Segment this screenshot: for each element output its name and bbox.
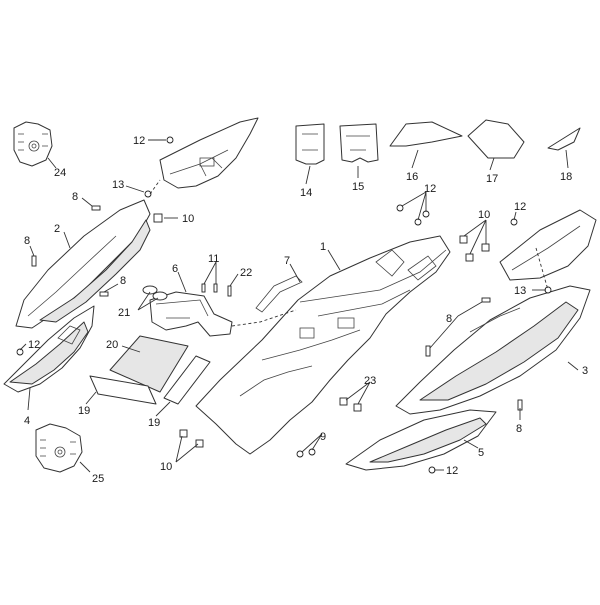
callout-8: 8: [120, 275, 126, 287]
callout-8: 8: [446, 313, 452, 325]
part-1-rear-frame: [195, 235, 451, 455]
callout-25: 25: [92, 473, 104, 485]
callout-13: 13: [112, 179, 124, 191]
callout-12: 12: [133, 135, 145, 147]
callout-19: 19: [148, 417, 160, 429]
part-24-bracket-plate: [13, 121, 53, 167]
callout-10: 10: [478, 209, 490, 221]
callout-14: 14: [300, 187, 312, 199]
callout-10: 10: [160, 461, 172, 473]
part-16-decal: [389, 121, 463, 147]
callout-21: 21: [118, 307, 130, 319]
part-7-cable: [255, 275, 303, 313]
part-15-gasket: [339, 123, 379, 163]
part-20-plate: [109, 335, 189, 393]
callout-9: 9: [320, 431, 326, 443]
callout-13: 13: [514, 285, 526, 297]
callout-6: 6: [172, 263, 178, 275]
callout-17: 17: [486, 173, 498, 185]
callout-5: 5: [478, 447, 484, 459]
part-3-right-side-panel: [395, 285, 591, 415]
callout-4: 4: [24, 415, 30, 427]
callout-12: 12: [446, 465, 458, 477]
callout-22: 22: [240, 267, 252, 279]
callout-2: 2: [54, 223, 60, 235]
upper-right-side-cover: [499, 209, 597, 281]
upper-tail-cover: [159, 117, 259, 189]
callout-10: 10: [182, 213, 194, 225]
callout-19: 19: [78, 405, 90, 417]
leader-lines: [19, 139, 579, 473]
callout-11: 11: [208, 253, 219, 265]
part-2-left-side-panel: [15, 199, 151, 329]
callout-labels: 24 12 13 8 10 2 8 14 15 16 17 18 12 10 1…: [24, 135, 588, 485]
callout-7: 7: [284, 255, 290, 267]
callout-8: 8: [72, 191, 78, 203]
part-18-decal: [547, 127, 581, 151]
callout-8: 8: [516, 423, 522, 435]
callout-12: 12: [424, 183, 436, 195]
part-25-bracket-plate: [35, 423, 83, 473]
callout-1: 1: [320, 241, 326, 253]
dashed-alignment-lines: [149, 179, 549, 327]
callout-16: 16: [406, 171, 418, 183]
callout-20: 20: [106, 339, 118, 351]
callout-23: 23: [364, 375, 376, 387]
fasteners: [16, 136, 552, 474]
part-5-lower-right-panel: [345, 409, 497, 471]
part-21-caps: [142, 285, 168, 301]
part-19-left-panel: [89, 375, 157, 405]
callout-8: 8: [24, 235, 30, 247]
callout-24: 24: [54, 167, 66, 179]
callout-18: 18: [560, 171, 572, 183]
part-17-decal: [467, 119, 525, 159]
part-14-gasket: [295, 123, 325, 165]
callout-12: 12: [28, 339, 40, 351]
callout-3: 3: [582, 365, 588, 377]
part-4-left-lower-panel: [3, 305, 95, 393]
callout-15: 15: [352, 181, 364, 193]
part-19-right-panel: [163, 355, 211, 405]
callout-12: 12: [514, 201, 526, 213]
part-6-bracket: [149, 291, 233, 337]
